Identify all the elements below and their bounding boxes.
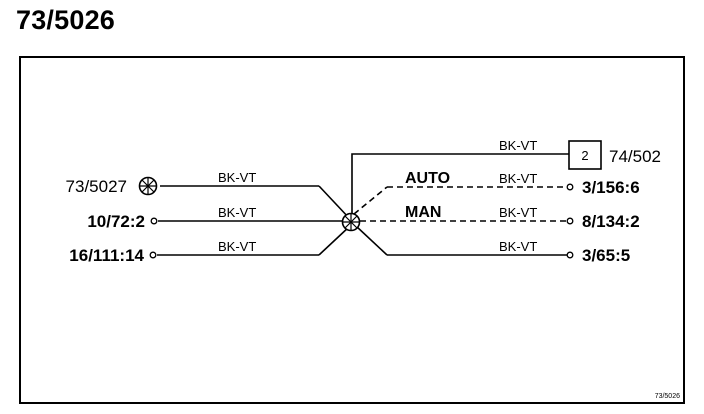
component-box <box>568 140 602 170</box>
switch-label-man: MAN <box>405 204 441 221</box>
terminal-label-right: 3/65:5 <box>582 246 630 265</box>
wire-color-label: BK-VT <box>499 239 537 254</box>
splice-icon <box>341 212 361 232</box>
component-label: 74/502 <box>609 147 661 166</box>
terminal-label-left: 16/111:14 <box>69 246 144 265</box>
wire-auto-diag <box>353 186 388 215</box>
wire-color-label: BK-VT <box>499 205 537 220</box>
wire-color-label: BK-VT <box>499 171 537 186</box>
terminal-label-right: 8/134:2 <box>582 212 640 231</box>
wire-left-top-diag <box>318 185 351 220</box>
switch-label-auto: AUTO <box>405 170 450 187</box>
wire-right-component <box>351 153 569 214</box>
wire-color-label: BK-VT <box>218 239 256 254</box>
terminal-label-left: 10/72:2 <box>87 212 145 231</box>
terminal-icon <box>566 217 574 225</box>
wire-left-bottom-diag <box>318 225 351 256</box>
connector-icon <box>138 176 158 196</box>
wire-right-bottom-diag <box>355 225 388 256</box>
terminal-icon <box>150 217 158 225</box>
terminal-label-right: 3/156:6 <box>582 178 640 197</box>
figure-reference: 73/5026 <box>655 393 680 400</box>
component-number: 2 <box>581 148 588 163</box>
connector-label: 73/5027 <box>66 177 127 196</box>
page-title: 73/5026 <box>16 5 115 35</box>
wire-color-label: BK-VT <box>218 170 256 185</box>
diagram-frame <box>19 56 685 404</box>
wire-color-label: BK-VT <box>218 205 256 220</box>
wire-color-label: BK-VT <box>499 138 537 153</box>
terminal-icon <box>149 251 157 259</box>
terminal-icon <box>566 183 574 191</box>
terminal-icon <box>566 251 574 259</box>
